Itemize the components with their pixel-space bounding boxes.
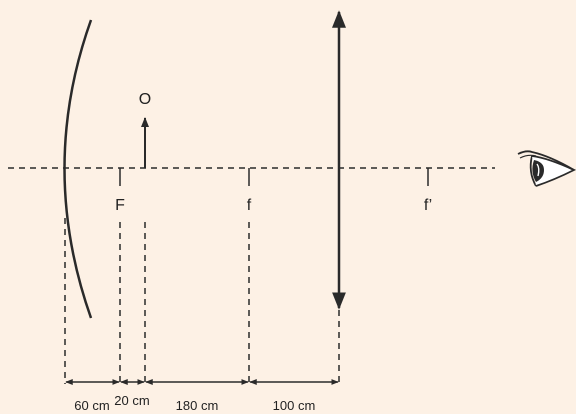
concave-mirror [63, 19, 93, 319]
lens-focus-prime-label: f’ [424, 197, 432, 214]
mirror-focus-label: F [115, 197, 125, 214]
lens-focus-label: f [247, 197, 252, 214]
distance-label-60: 60 cm [74, 398, 109, 413]
distance-label-100: 100 cm [273, 398, 316, 413]
distance-label-180: 180 cm [176, 398, 219, 413]
extension-lines [64, 218, 340, 384]
distance-label-20: 20 cm [114, 393, 149, 408]
eye-icon [517, 150, 576, 187]
object-label: O [139, 91, 151, 108]
